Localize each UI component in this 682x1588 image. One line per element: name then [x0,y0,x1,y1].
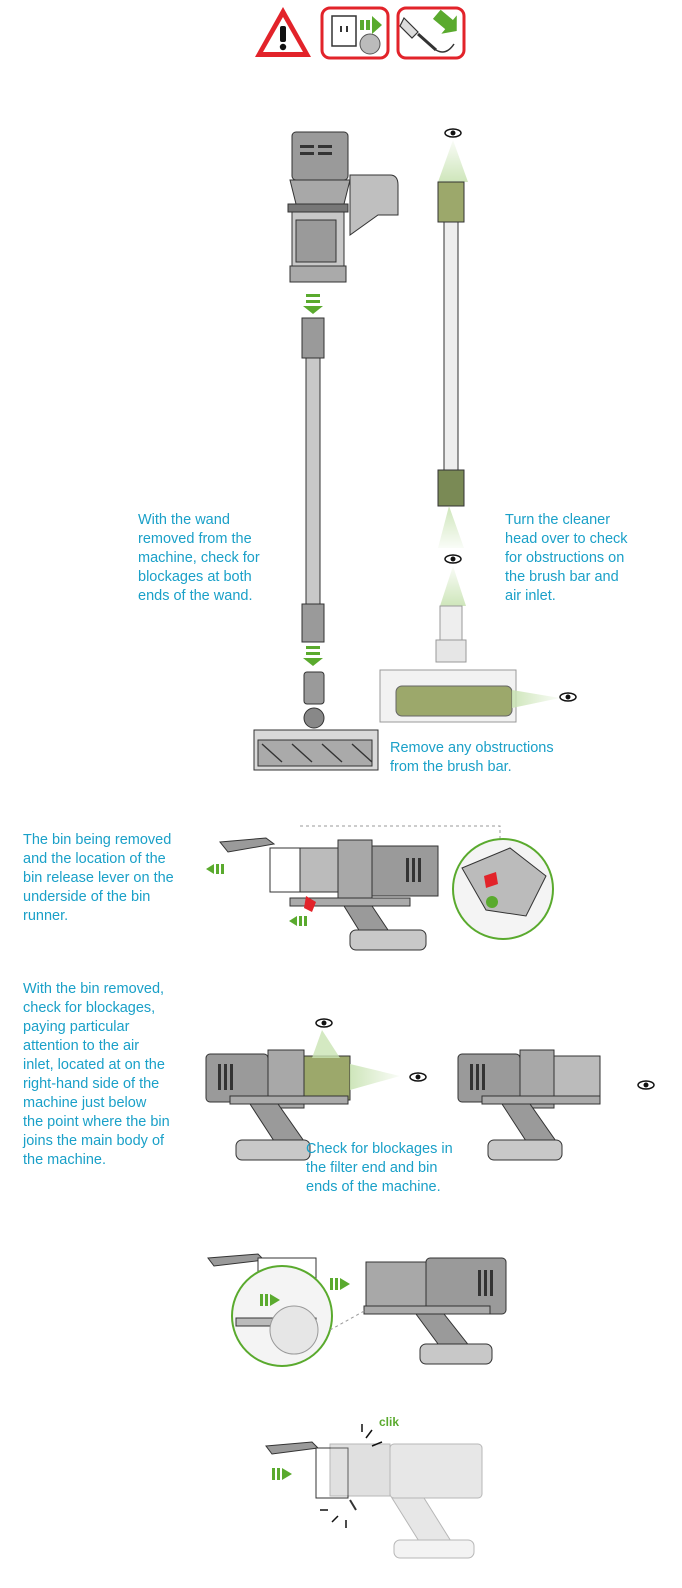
green-right-arrow-reinsert-2 [330,1278,350,1290]
vacuum-main-body [287,131,399,283]
eye-icon-middle [444,554,462,564]
machine-right-bin-check [457,1049,601,1161]
green-left-arrow-lever [289,916,307,926]
clik-sound-label: clik [379,1415,400,1429]
cleaner-head-right [379,605,560,723]
green-down-arrow-2 [303,646,323,666]
detach-charger-icon [396,6,466,60]
machine-left-filter-check [205,1030,400,1161]
bin-removal-illustration [219,825,501,951]
eye-icon-bin-right [637,1080,655,1090]
warning-triangle-icon [252,4,314,60]
eye-icon-top [444,128,462,138]
caption-head-check: Turn the cleaner head over to check for … [505,512,628,604]
lever-zoom-circle [452,838,554,940]
eye-icon-brush [559,692,577,702]
cleaner-head-left [253,671,379,771]
eye-icon-filter-right [409,1072,427,1082]
eye-icon-filter-top [315,1018,333,1028]
caption-bin-removed: The bin being removed and the location o… [23,832,174,924]
caption-brush-bar: Remove any obstructions from the brush b… [390,740,554,775]
unplug-icon [320,6,390,60]
wand-left [301,317,325,643]
green-right-arrow-click [272,1468,292,1480]
green-left-arrow-bin [206,864,224,874]
bin-reinsert-illustration [207,1253,507,1367]
green-down-arrow-1 [303,294,323,314]
wand-right [437,181,465,507]
caption-bin-blockages: With the bin removed, check for blockage… [23,981,170,1168]
green-right-arrow-reinsert-1 [260,1294,280,1306]
caption-filter-end: Check for blockages in the filter end an… [306,1141,453,1195]
bin-click-illustration [265,1424,483,1559]
caption-wand-check: With the wand removed from the machine, … [138,512,260,604]
